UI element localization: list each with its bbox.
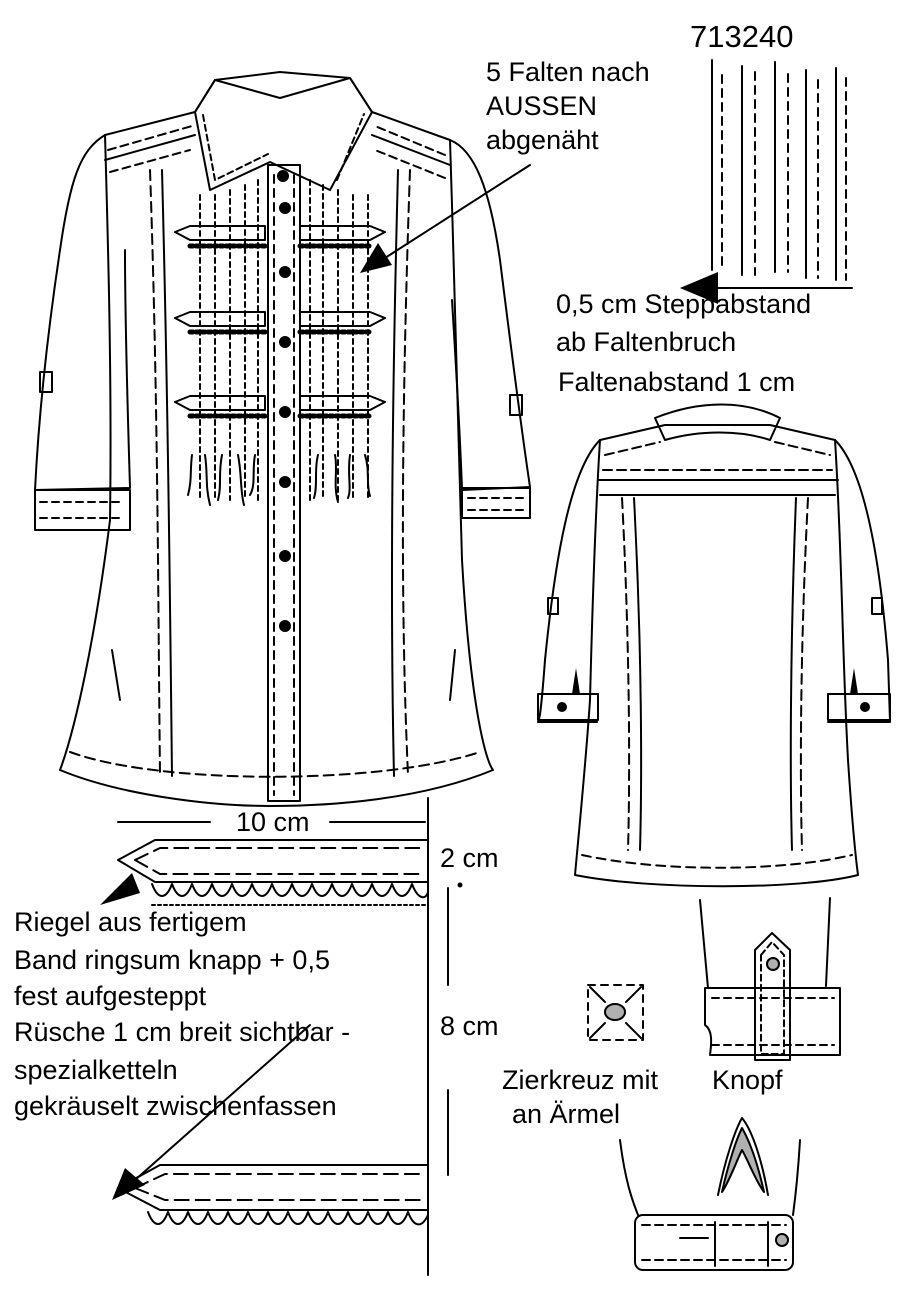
front-left-cuff (34, 489, 131, 531)
tab-note-line-4: Rüsche 1 cm breit sichtbar - (14, 1017, 351, 1047)
front-buttons (277, 170, 291, 632)
back-right-sleeve (827, 439, 891, 723)
tab-note-line-2: Band ringsum knapp + 0,5 (14, 945, 330, 975)
tab-note-line-3: fest aufgesteppt (14, 981, 207, 1011)
front-body-outline (59, 71, 494, 807)
back-view-blouse (537, 403, 891, 888)
back-left-cuff (537, 693, 599, 721)
height-2cm-label: 2 cm (440, 843, 499, 873)
front-ruffle-tabs (174, 225, 386, 419)
front-collar (194, 77, 373, 191)
deco-cross-label-line-2: an Ärmel (512, 1099, 621, 1129)
pleats-note-line-3: abgenäht (486, 125, 599, 155)
width-10cm-label: 10 cm (236, 807, 310, 837)
rolled-cuff-detail (619, 1117, 801, 1271)
back-right-cuff (827, 693, 891, 721)
front-sleeve-tab-left (39, 371, 53, 393)
front-placket (267, 164, 301, 802)
deco-cross-label-line-1: Zierkreuz mit (502, 1065, 659, 1095)
tab-upper (117, 839, 429, 883)
deco-cross-detail (587, 984, 644, 1041)
model-number: 713240 (690, 19, 794, 54)
from-fold-label: ab Faltenbruch (556, 327, 737, 357)
front-right-cuff (461, 487, 531, 519)
button-label: Knopf (712, 1065, 783, 1095)
pleat-detail (680, 59, 853, 304)
back-body-outline (574, 424, 859, 888)
pleat-spacing-label: Faltenabstand 1 cm (558, 367, 796, 397)
tab-lower (117, 1164, 429, 1211)
back-collar (654, 403, 781, 441)
front-view-blouse (34, 71, 531, 807)
front-left-sleeve (34, 134, 131, 491)
pleats-note-line-2: AUSSEN (486, 91, 598, 121)
sleeve-button-tab-detail (699, 897, 841, 1061)
tab-note-line-5: spezialketteln (14, 1055, 178, 1085)
tab-note-line-1: Riegel aus fertigem (14, 907, 247, 937)
stitch-distance-label: 0,5 cm Steppabstand (556, 289, 812, 319)
tab-detail (100, 797, 463, 1276)
height-8cm-label: 8 cm (440, 1011, 499, 1041)
front-right-sleeve (449, 139, 531, 491)
tab-note-line-6: gekräuselt zwischenfassen (14, 1091, 337, 1121)
pleats-note-line-1: 5 Falten nach (486, 57, 650, 87)
front-sleeve-tab-right (509, 394, 523, 416)
